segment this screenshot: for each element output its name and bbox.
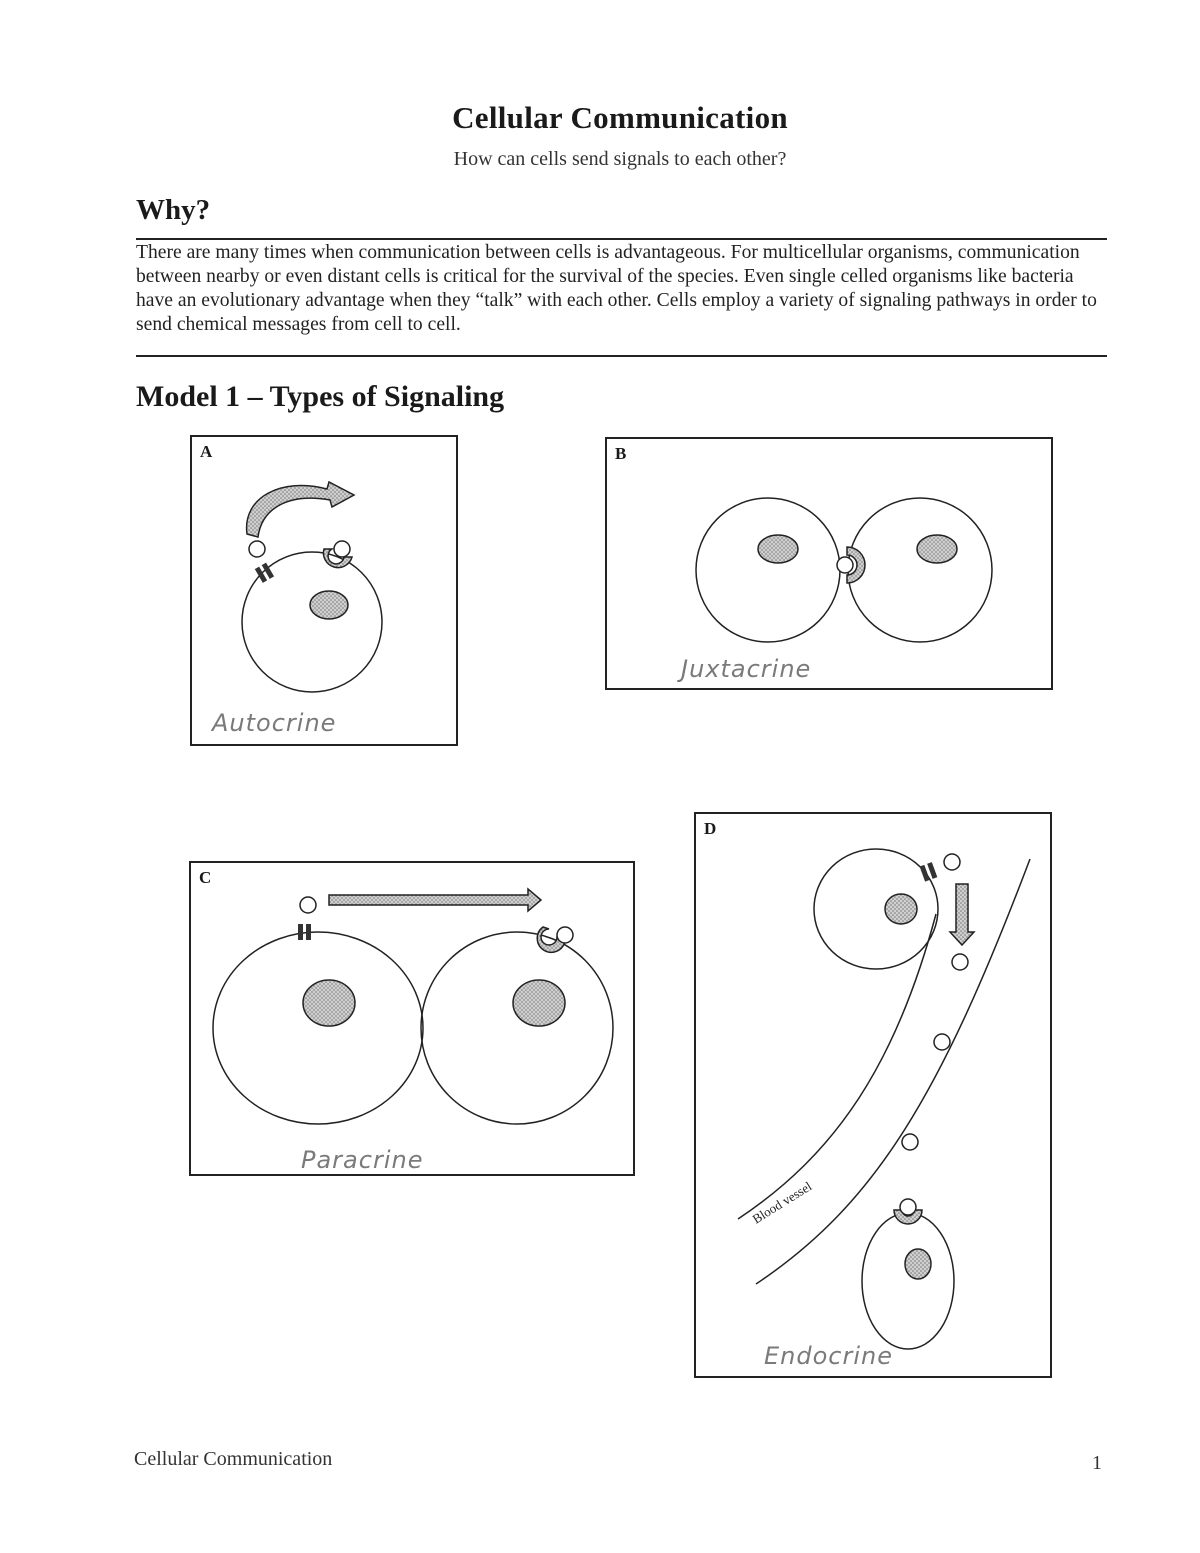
signal-molecule — [300, 897, 316, 913]
curved-arrow — [247, 482, 354, 537]
panel-b: B Juxtacrine — [605, 437, 1053, 690]
signal-molecule — [249, 541, 265, 557]
molecule-3 — [902, 1134, 918, 1150]
page-number: 1 — [1092, 1452, 1102, 1475]
bound-molecule — [334, 541, 350, 557]
panel-c: C Paracrine — [189, 861, 635, 1176]
juxtacrine-diagram — [607, 439, 1051, 688]
why-heading: Why? — [136, 194, 210, 227]
vessel-wall-left — [738, 914, 936, 1219]
page-title: Cellular Communication — [0, 100, 1200, 136]
nucleus — [310, 591, 348, 619]
bound-molecule — [900, 1199, 916, 1215]
why-paragraph: There are many times when communication … — [136, 241, 1104, 337]
upper-nucleus — [885, 894, 917, 924]
panel-d: D Blood vessel Endocrine — [694, 812, 1052, 1378]
panel-a: A Autocrine — [190, 435, 458, 746]
why-bottom-rule — [136, 355, 1107, 357]
left-nucleus — [758, 535, 798, 563]
endocrine-diagram: Blood vessel — [696, 814, 1050, 1376]
molecule-2 — [934, 1034, 950, 1050]
page-subtitle: How can cells send signals to each other… — [0, 148, 1200, 171]
lower-cell — [862, 1213, 954, 1349]
molecule-1 — [952, 954, 968, 970]
right-cell — [421, 932, 613, 1124]
down-arrow — [950, 884, 974, 945]
upper-cell — [814, 849, 938, 969]
autocrine-diagram — [192, 437, 456, 744]
panel-a-caption: Autocrine — [212, 709, 336, 737]
panel-c-caption: Paracrine — [301, 1146, 423, 1174]
left-cell — [213, 932, 423, 1124]
right-nucleus — [917, 535, 957, 563]
straight-arrow — [329, 889, 541, 911]
footer-title: Cellular Communication — [134, 1448, 332, 1471]
bound-molecule — [557, 927, 573, 943]
bound-molecule — [837, 557, 853, 573]
cell — [242, 552, 382, 692]
paracrine-diagram — [191, 863, 633, 1174]
panel-d-caption: Endocrine — [764, 1342, 893, 1370]
signal-receptor — [920, 862, 938, 881]
model-heading: Model 1 – Types of Signaling — [136, 380, 504, 414]
signal-receptor — [298, 924, 311, 940]
signal-molecule — [944, 854, 960, 870]
why-top-rule — [136, 238, 1107, 240]
right-nucleus — [513, 980, 565, 1026]
left-nucleus — [303, 980, 355, 1026]
panel-b-caption: Juxtacrine — [681, 655, 811, 683]
lower-nucleus — [905, 1249, 931, 1279]
left-cell — [696, 498, 840, 642]
right-cell — [848, 498, 992, 642]
